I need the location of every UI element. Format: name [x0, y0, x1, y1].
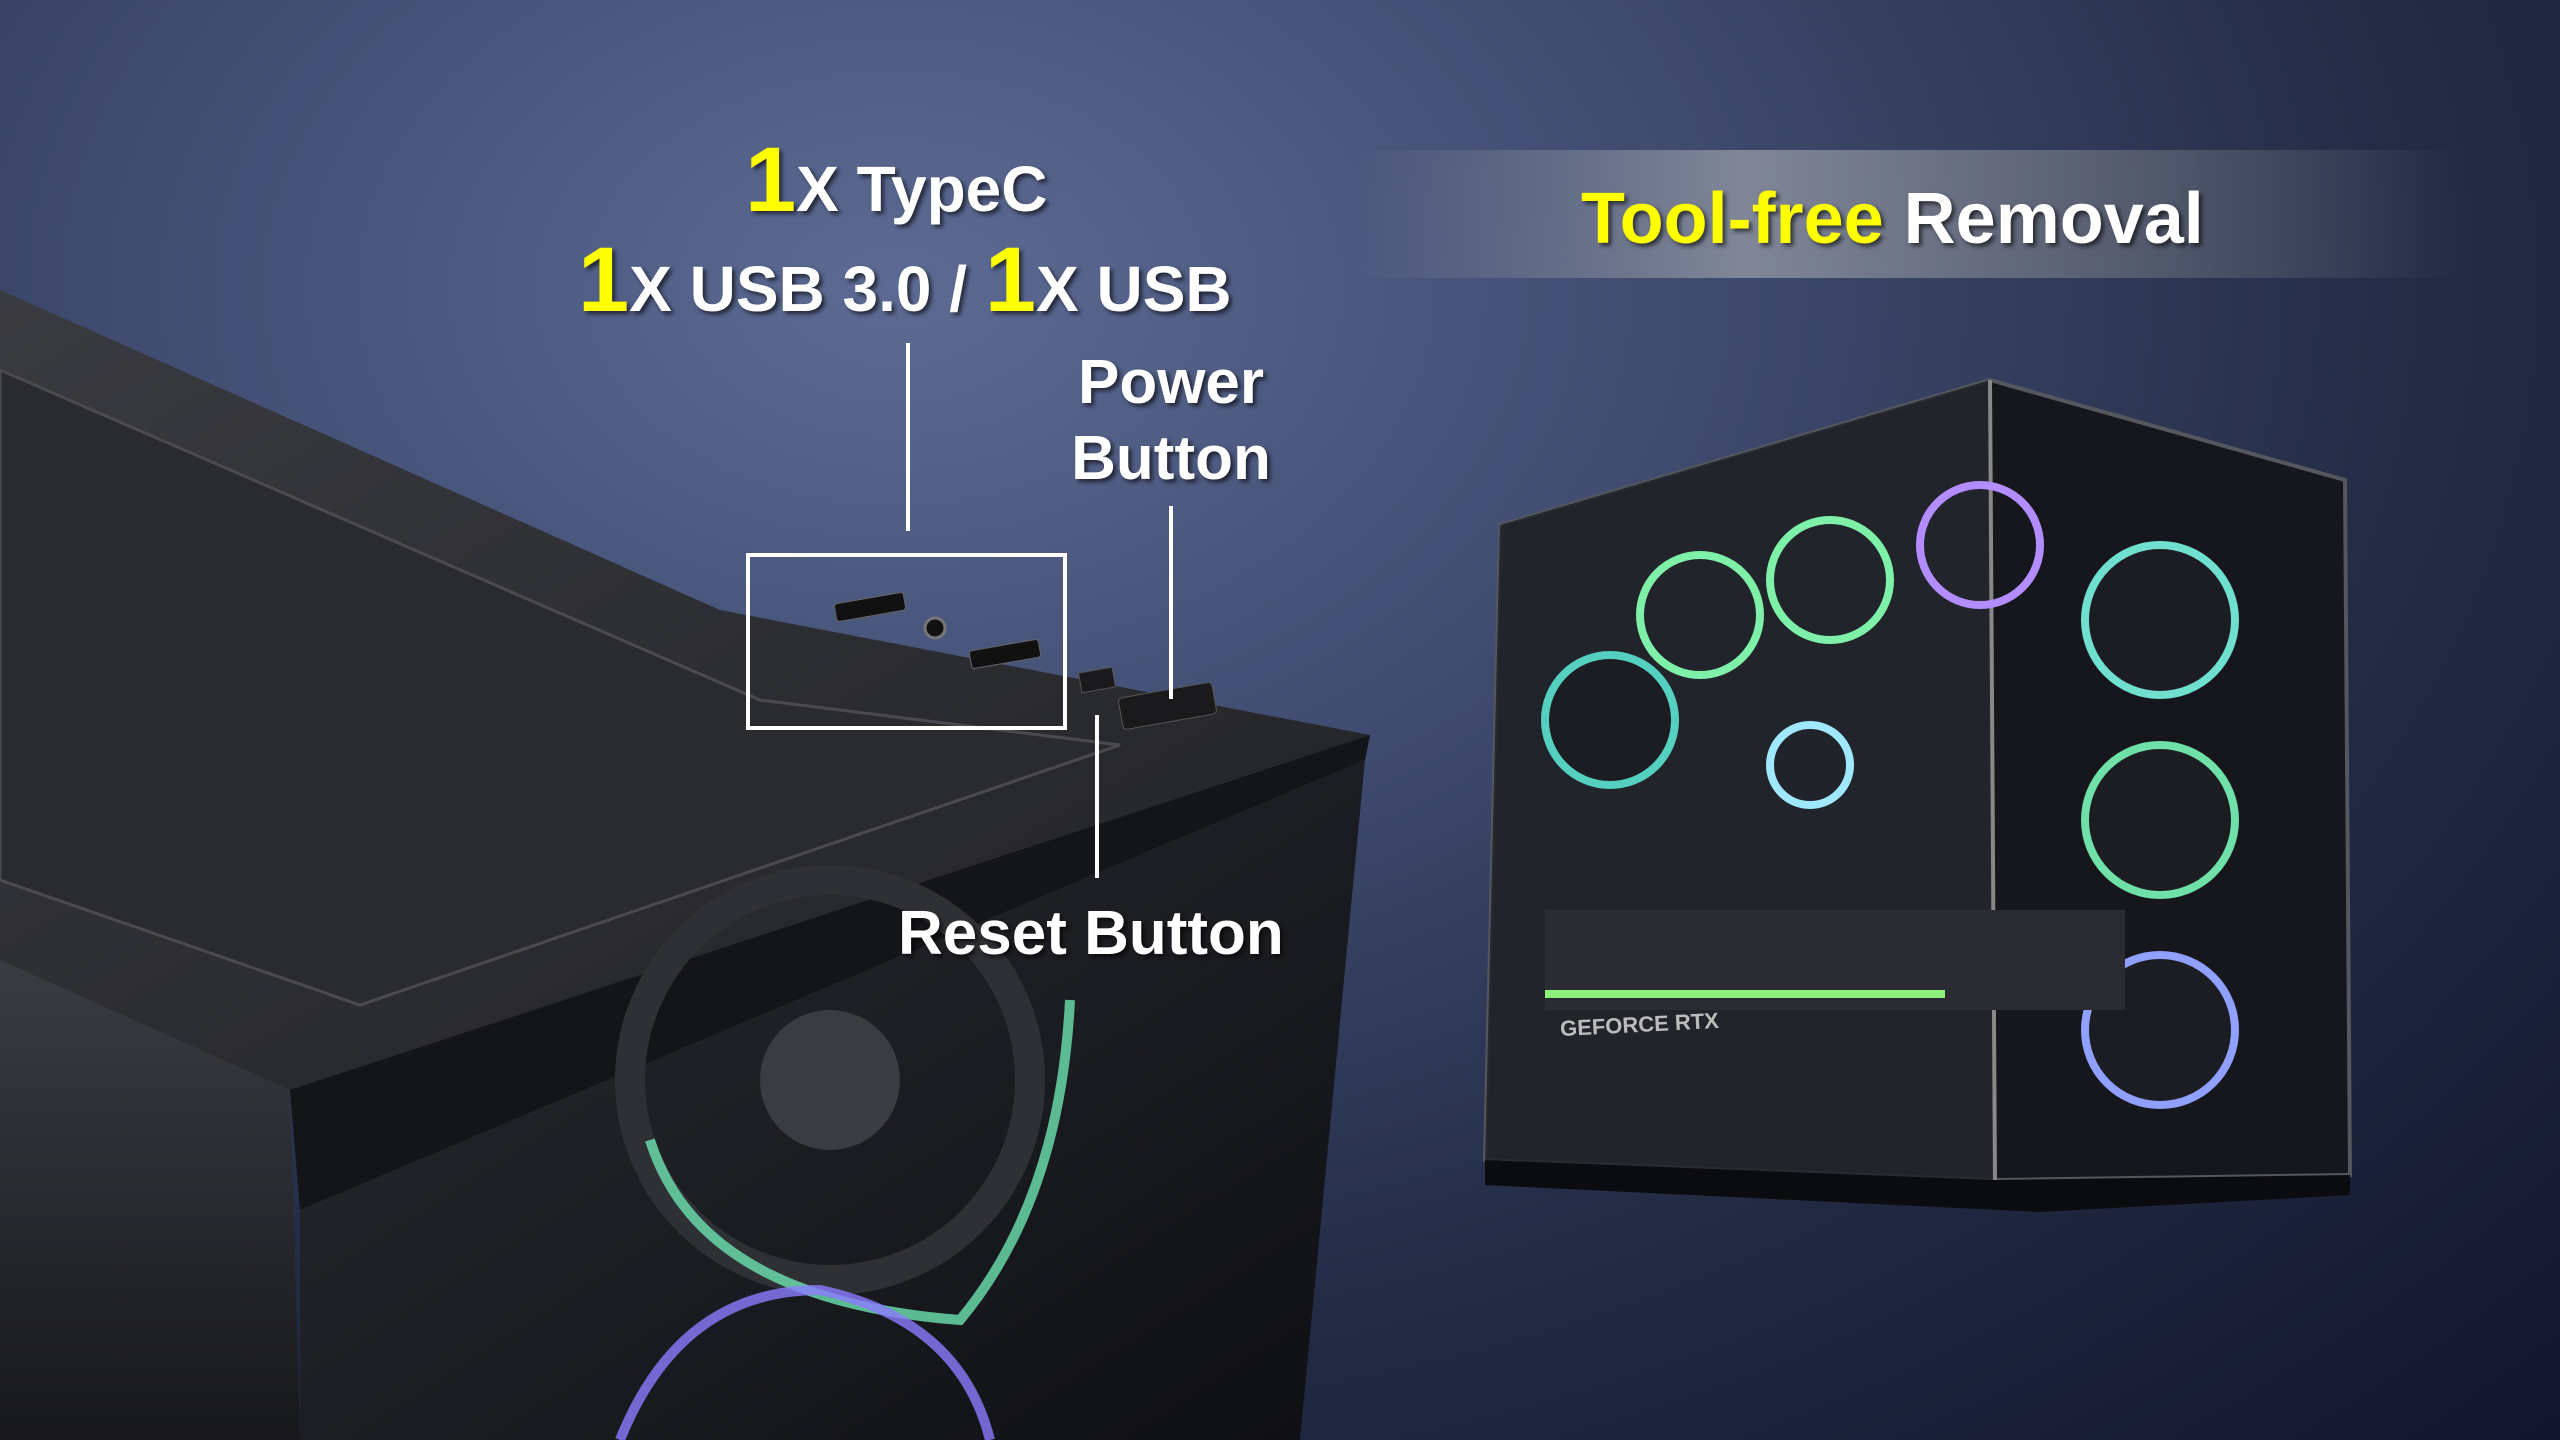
- case-side-glass: [0, 960, 300, 1440]
- usb-count: 1: [984, 229, 1037, 331]
- fan-rgb-ring: [615, 1284, 995, 1440]
- feature-banner: [1355, 150, 2466, 278]
- io-highlight-box: [746, 553, 1067, 730]
- usb-port-icon: [833, 592, 907, 622]
- fan-hub: [760, 1010, 900, 1150]
- usb-callout: 1X USB 3.0 / 1X USB: [578, 228, 1232, 333]
- power-label-line1: Power: [1077, 348, 1265, 417]
- reset-button-icon: [1077, 666, 1117, 694]
- usb3-count: 1: [578, 229, 630, 331]
- usb-port-icon: [968, 639, 1042, 669]
- power-button-icon: [1118, 682, 1217, 730]
- power-button-callout: Power Button: [1071, 345, 1271, 497]
- fan-rgb-ring: [645, 999, 1075, 1326]
- typec-count: 1: [745, 129, 797, 231]
- audio-jack-icon: [923, 616, 947, 640]
- typec-callout: 1X TypeC: [745, 128, 1047, 233]
- typec-label: X TypeC: [796, 153, 1048, 225]
- usb-label: X USB: [1036, 253, 1232, 325]
- power-leader-line: [1169, 506, 1173, 699]
- product-case-illustration: [1482, 377, 2353, 1212]
- banner-rest: Removal: [1883, 179, 2204, 259]
- case-front-edge: [290, 735, 1370, 1210]
- mesh-area: [0, 368, 1121, 1007]
- banner-highlight: Tool-free: [1581, 179, 1884, 259]
- io-leader-line: [906, 343, 910, 531]
- reset-button-callout: Reset Button: [898, 899, 1284, 968]
- power-label-line2: Button: [1071, 424, 1271, 493]
- usb3-label: X USB 3.0 /: [629, 253, 985, 325]
- fan: [615, 865, 1045, 1295]
- banner-title: Tool-free Removal: [1581, 178, 2204, 260]
- reset-leader-line: [1095, 715, 1099, 878]
